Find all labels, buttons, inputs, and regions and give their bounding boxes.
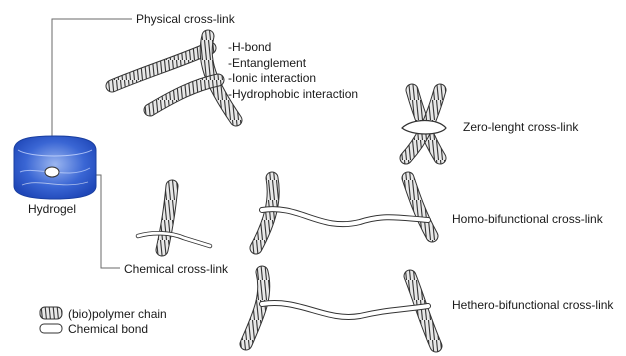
physical-type-hydrophobic: -Hydrophobic interaction (228, 87, 358, 103)
hetero-chains (246, 272, 436, 346)
legend-polymer-symbol (40, 307, 62, 319)
homo-chains (256, 178, 432, 248)
zero-length-chains (402, 90, 446, 158)
physical-cross-link-label: Physical cross-link (136, 12, 235, 26)
legend-chemical-bond-label: Chemical bond (68, 322, 148, 336)
physical-types-list: -H-bond -Entanglement -Ionic interaction… (228, 40, 358, 102)
physical-chains (112, 36, 236, 120)
homo-bifunctional-label: Homo-bifunctional cross-link (452, 212, 603, 226)
physical-type-entanglement: -Entanglement (228, 56, 358, 72)
hydrogel-block (14, 136, 96, 199)
chemical-chain (138, 186, 210, 250)
physical-type-h-bond: -H-bond (228, 40, 358, 56)
legend-bond-symbol (40, 324, 62, 333)
zero-length-cross-link-label: Zero-lenght cross-link (463, 120, 578, 134)
physical-type-ionic: -Ionic interaction (228, 71, 358, 87)
legend-polymer-chain-label: (bio)polymer chain (68, 307, 167, 321)
hydrogel-label: Hydrogel (28, 202, 76, 216)
chemical-cross-link-label: Chemical cross-link (124, 262, 228, 276)
hetero-bifunctional-label: Hethero-bifunctional cross-link (452, 298, 613, 312)
